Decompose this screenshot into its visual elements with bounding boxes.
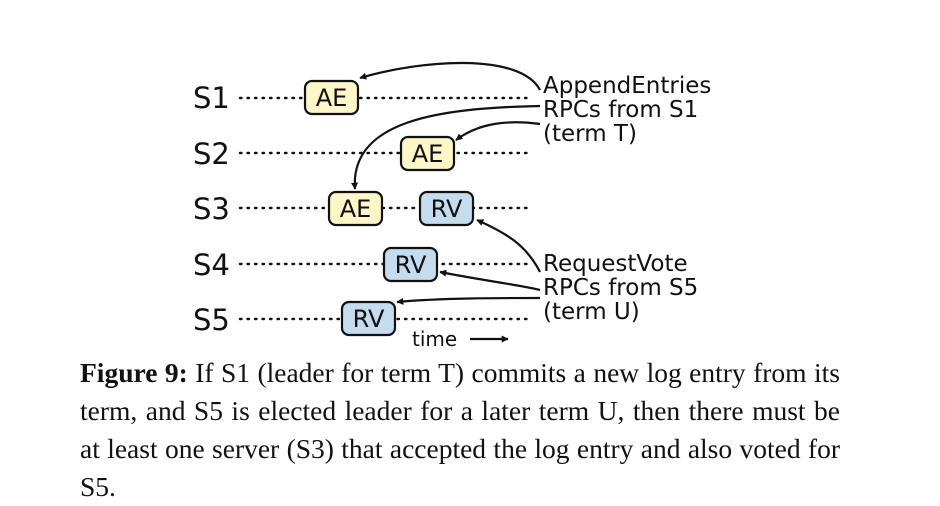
server-label-s4: S4 <box>193 248 230 282</box>
request-vote-box-s5: RV <box>340 300 397 337</box>
annotation-line: (term U) <box>543 299 640 325</box>
append-entries-annotation: AppendEntries RPCs from S1 (term T) <box>543 73 711 147</box>
annotation-line: (term T) <box>543 121 637 147</box>
box-label: RV <box>395 251 427 279</box>
raft-figure-diagram: S1 S2 S3 S4 S5 AE AE AE RV RV RV AppendE… <box>193 61 711 351</box>
figure-number: Figure 9: <box>80 357 188 388</box>
server-label-s2: S2 <box>193 137 230 171</box>
annotation-line: RequestVote <box>543 251 688 277</box>
arrow-ae-to-s1 <box>359 61 541 91</box>
box-label: AE <box>412 140 444 168</box>
request-vote-annotation: RequestVote RPCs from S5 (term U) <box>543 251 698 325</box>
append-entries-box-s3: AE <box>327 190 384 227</box>
server-label-s1: S1 <box>193 81 230 115</box>
server-label-s5: S5 <box>193 303 230 337</box>
append-entries-box-s2: AE <box>399 135 456 172</box>
append-entries-box-s1: AE <box>303 79 360 116</box>
annotation-line: AppendEntries <box>543 73 711 99</box>
server-label-s3: S3 <box>193 192 230 226</box>
time-axis-label: time <box>412 327 457 351</box>
figure-caption: Figure 9: If S1 (leader for term T) comm… <box>80 354 840 506</box>
arrow-rv-to-s5 <box>396 296 541 305</box>
box-label: RV <box>353 305 385 333</box>
request-vote-box-s4: RV <box>382 246 439 283</box>
arrow-ae-to-s3 <box>351 104 541 190</box>
box-label: AE <box>340 195 372 223</box>
arrow-ae-to-s2 <box>455 121 541 141</box>
box-label: RV <box>431 195 463 223</box>
annotation-line: RPCs from S5 <box>543 275 698 301</box>
request-vote-box-s3: RV <box>418 190 475 227</box>
annotation-line: RPCs from S1 <box>543 97 698 123</box>
box-label: AE <box>316 84 348 112</box>
arrow-rv-to-s3 <box>476 218 541 273</box>
caption-text: If S1 (leader for term T) commits a new … <box>80 357 841 502</box>
arrow-rv-to-s4 <box>439 269 541 292</box>
